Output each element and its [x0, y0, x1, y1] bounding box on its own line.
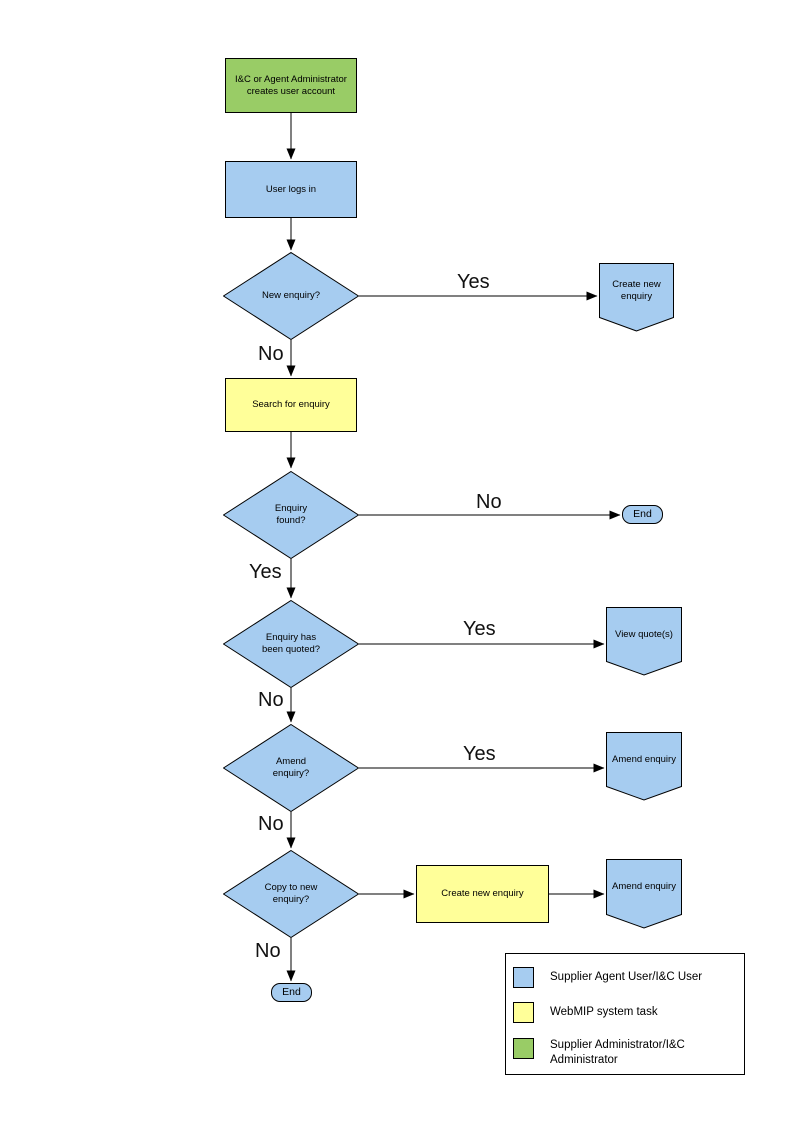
- offpage-label: Amend enquiry: [612, 753, 676, 765]
- offpage-label: Amend enquiry: [612, 881, 676, 893]
- pentagon-shape: [599, 263, 674, 332]
- edge-label-found-no: No: [476, 491, 502, 513]
- offpage-amend-enquiry-2: Amend enquiry: [606, 859, 682, 929]
- diamond-shape: [223, 724, 359, 812]
- legend: Supplier Agent User/I&C User WebMIP syst…: [505, 953, 745, 1075]
- legend-swatch-green: [513, 1038, 534, 1059]
- pentagon-shape: [606, 732, 682, 801]
- offpage-label: View quote(s): [615, 628, 673, 640]
- edge-label-new-enquiry-yes: Yes: [457, 271, 490, 293]
- edge-label-copy-no: No: [255, 940, 281, 962]
- edge-label-new-enquiry-no: No: [258, 343, 284, 365]
- legend-item-task: WebMIP system task: [513, 1002, 735, 1023]
- process-search-for-enquiry: Search for enquiry: [225, 378, 357, 432]
- decision-enquiry-found: Enquiry found?: [223, 471, 359, 559]
- diamond-shape: [223, 471, 359, 559]
- process-user-logs-in: User logs in: [225, 161, 357, 218]
- process-admin-creates-account: I&C or Agent Administrator creates user …: [225, 58, 357, 113]
- diamond-shape: [223, 600, 359, 688]
- edge-label-found-yes: Yes: [249, 561, 282, 583]
- diamond-shape: [223, 252, 359, 340]
- offpage-amend-enquiry-1: Amend enquiry: [606, 732, 682, 801]
- legend-item-admin: Supplier Administrator/I&C Administrator: [513, 1038, 735, 1068]
- terminator-end-bottom: End: [271, 983, 312, 1002]
- decision-label: New enquiry?: [261, 290, 321, 302]
- decision-label: Enquiry has been quoted?: [261, 632, 321, 655]
- legend-item-user: Supplier Agent User/I&C User: [513, 967, 735, 988]
- decision-label: Enquiry found?: [274, 503, 308, 526]
- edge-label-quoted-no: No: [258, 689, 284, 711]
- pentagon-shape: [606, 607, 682, 676]
- process-create-new-enquiry: Create new enquiry: [416, 865, 549, 923]
- edge-label-amend-yes: Yes: [463, 743, 496, 765]
- offpage-view-quotes: View quote(s): [606, 607, 682, 676]
- diamond-shape: [223, 850, 359, 938]
- edge-label-amend-no: No: [258, 813, 284, 835]
- legend-swatch-yellow: [513, 1002, 534, 1023]
- legend-label: Supplier Administrator/I&C Administrator: [550, 1039, 685, 1066]
- offpage-label: Create new enquiry: [612, 278, 661, 302]
- offpage-create-new-enquiry: Create new enquiry: [599, 263, 674, 332]
- decision-label: Copy to new enquiry?: [264, 882, 318, 905]
- decision-enquiry-quoted: Enquiry has been quoted?: [223, 600, 359, 688]
- decision-label: Amend enquiry?: [272, 756, 310, 779]
- legend-swatch-blue: [513, 967, 534, 988]
- edge-label-quoted-yes: Yes: [463, 618, 496, 640]
- legend-label: Supplier Agent User/I&C User: [550, 971, 703, 984]
- pentagon-shape: [606, 859, 682, 929]
- decision-copy-to-new: Copy to new enquiry?: [223, 850, 359, 938]
- legend-label: WebMIP system task: [550, 1006, 658, 1019]
- decision-new-enquiry: New enquiry?: [223, 252, 359, 340]
- terminator-end-right: End: [622, 505, 663, 524]
- decision-amend-enquiry: Amend enquiry?: [223, 724, 359, 812]
